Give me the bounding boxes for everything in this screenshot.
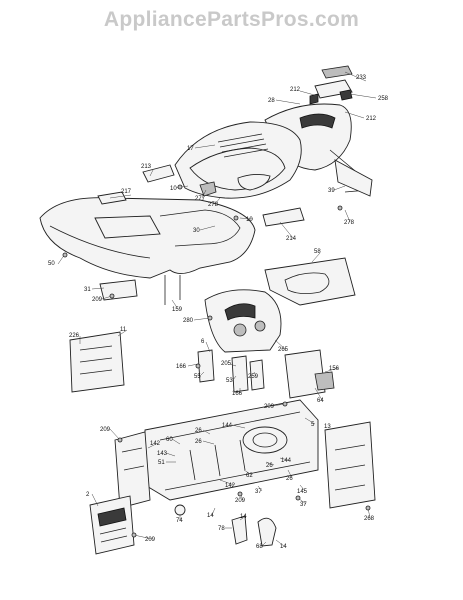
label-5: 5 [311, 422, 315, 428]
label-68: 68 [256, 544, 263, 550]
label-212b: 212 [366, 116, 377, 122]
watermark: AppliancePartsPros.com [103, 8, 360, 31]
label-214: 214 [286, 236, 297, 242]
frame-panel-13 [324, 421, 376, 509]
bracket-78 [231, 515, 248, 545]
label-13: 13 [324, 424, 331, 430]
label-26d: 26 [286, 476, 293, 482]
label-74: 74 [176, 518, 183, 524]
label-142a: 142 [150, 441, 161, 447]
label-205: 205 [221, 361, 232, 367]
label-166b: 166 [232, 391, 243, 397]
label-143: 143 [157, 451, 168, 457]
bracket-68 [257, 517, 277, 547]
label-11: 11 [120, 327, 127, 333]
label-10a: 10 [170, 186, 177, 192]
label-6: 6 [201, 339, 205, 345]
label-51: 51 [158, 460, 165, 466]
label-159: 159 [172, 307, 183, 313]
label-209c: 209 [100, 427, 111, 433]
label-166a: 166 [176, 364, 187, 370]
label-145: 145 [297, 489, 308, 495]
label-39: 39 [328, 188, 335, 194]
label-144b: 144 [281, 458, 292, 464]
front-bumper-2 [89, 495, 135, 555]
label-14c: 14 [280, 544, 287, 550]
label-280: 280 [183, 318, 194, 324]
dashboard-assembly [264, 65, 373, 197]
front-bracket-142 [114, 431, 151, 509]
bracket-213 [142, 164, 175, 183]
label-217: 217 [121, 189, 132, 195]
label-265: 265 [278, 347, 289, 353]
label-10b: 10 [246, 217, 253, 223]
label-58: 58 [314, 249, 321, 255]
bracket-277 [199, 181, 217, 197]
label-209d: 209 [235, 498, 246, 504]
side-panel-11 [69, 331, 125, 393]
footrest-plate-58 [264, 257, 356, 306]
label-26b: 26 [195, 439, 202, 445]
label-259: 259 [248, 374, 259, 380]
label-258: 258 [378, 96, 389, 102]
hood-part-17 [174, 121, 302, 199]
bracket-assembly-156 [284, 349, 335, 399]
label-213: 213 [141, 164, 152, 170]
bracket-217 [97, 191, 127, 205]
bracket-31 [99, 279, 138, 301]
label-209a: 209 [92, 297, 103, 303]
label-31: 31 [84, 287, 91, 293]
label-2: 2 [86, 492, 90, 498]
label-212a: 212 [290, 87, 301, 93]
label-277: 277 [195, 196, 206, 202]
spacer-74 [174, 504, 186, 516]
label-268: 268 [364, 516, 375, 522]
label-209e: 209 [145, 537, 156, 543]
label-55: 55 [194, 374, 201, 380]
label-142b: 142 [225, 483, 236, 489]
label-26a: 26 [195, 428, 202, 434]
label-50: 50 [48, 261, 55, 267]
label-14a: 14 [207, 513, 214, 519]
label-28: 28 [268, 98, 275, 104]
label-144a: 144 [222, 423, 233, 429]
label-278b: 278 [344, 220, 355, 226]
label-17: 17 [187, 146, 194, 152]
label-37a: 37 [255, 489, 262, 495]
label-30: 30 [193, 228, 200, 234]
chassis-frame [144, 399, 319, 501]
bracket-214 [262, 207, 305, 227]
label-78: 78 [218, 526, 225, 532]
label-209b: 209 [264, 404, 275, 410]
rods-159 [164, 275, 181, 305]
label-37b: 37 [300, 502, 307, 508]
label-14b: 14 [240, 514, 247, 520]
label-226: 226 [69, 333, 80, 339]
hood-vent-grille [217, 133, 269, 158]
label-64: 64 [317, 398, 324, 404]
label-278a: 278 [208, 202, 219, 208]
label-53: 53 [226, 378, 233, 384]
label-62: 62 [246, 473, 253, 479]
label-26c: 26 [266, 463, 273, 469]
pivot-brackets [197, 349, 265, 393]
dash-panel-280 [204, 289, 282, 353]
part-labels: 233 212 28 258 212 17 213 10 217 277 278… [48, 75, 389, 550]
label-60: 60 [166, 437, 173, 443]
fender-pan-30 [39, 197, 256, 279]
fasteners [62, 184, 371, 538]
label-233: 233 [356, 75, 367, 81]
